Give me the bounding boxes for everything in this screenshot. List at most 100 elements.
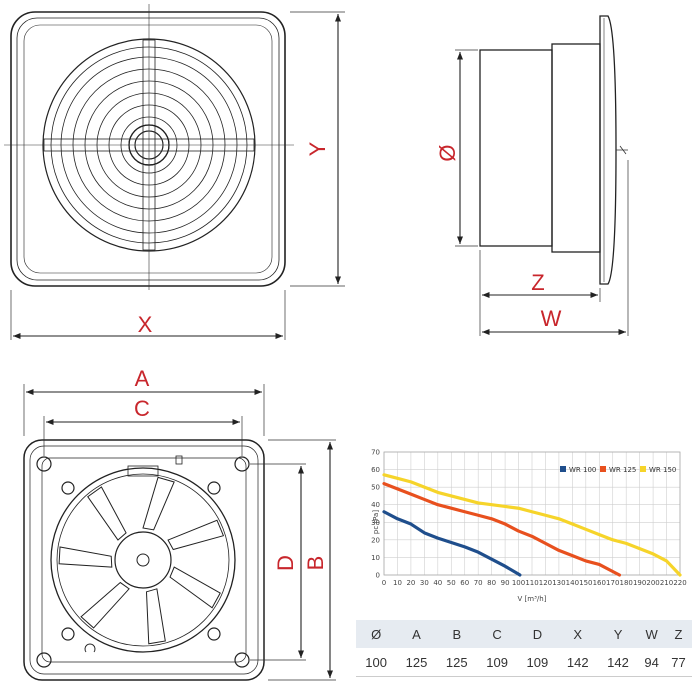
chart-y-tick-label: 0: [376, 572, 380, 580]
legend-label: WR 125: [609, 466, 636, 474]
table-value-cell: 142: [597, 648, 639, 677]
chart-x-tick-label: 60: [460, 579, 469, 587]
chart-x-tick-label: 100: [512, 579, 525, 587]
legend-label: WR 150: [649, 466, 676, 474]
clip-top-right: [207, 481, 221, 495]
mount-hole-top-right: [234, 456, 250, 472]
rear-panel-outline: [23, 439, 265, 681]
y-label: Y: [305, 141, 330, 156]
table-value-cell: 109: [476, 648, 518, 677]
chart-x-tick-label: 210: [660, 579, 673, 587]
rear-top-tab: [175, 455, 183, 465]
impeller-blade: [167, 519, 225, 551]
side-duct-body: [479, 49, 553, 247]
chart-y-tick-label: 30: [371, 519, 380, 527]
table-header-cell: B: [436, 620, 477, 648]
chart-y-tick-label: 10: [371, 554, 380, 562]
table-header-cell: Ø: [356, 620, 397, 648]
table-header-cell: Z: [665, 620, 692, 648]
impeller-blade: [58, 546, 113, 568]
impeller-blade: [142, 476, 175, 531]
table-header-cell: W: [638, 620, 666, 648]
front-panel-outline: [10, 11, 286, 287]
mount-hole-bottom-right: [234, 652, 250, 668]
rear-view: A C D B: [23, 366, 336, 681]
legend-swatch: [560, 466, 566, 472]
chart-x-tick-label: 110: [525, 579, 538, 587]
impeller-blade: [145, 588, 166, 645]
chart-x-tick-label: 140: [566, 579, 579, 587]
clip-bottom-left: [61, 627, 75, 641]
rear-cable-entry: [84, 643, 96, 653]
impeller-blade: [80, 581, 130, 629]
rear-impeller-ring: [56, 473, 230, 647]
legend-swatch: [600, 466, 606, 472]
chart-x-tick-label: 120: [539, 579, 552, 587]
chart-x-tick-label: 220: [673, 579, 686, 587]
side-back-detail: [616, 145, 628, 155]
chart-grid: [383, 451, 681, 576]
table-value-cell: 125: [396, 648, 437, 677]
rear-top-bracket: [127, 465, 159, 477]
chart-y-tick-label: 70: [371, 449, 380, 457]
chart-x-tick-label: 30: [420, 579, 429, 587]
chart-x-tick-label: 200: [646, 579, 659, 587]
rear-panel-inner: [29, 445, 259, 675]
impeller-blade: [169, 566, 221, 609]
chart-series-wr-150: [382, 473, 682, 577]
front-panel-bevel: [23, 24, 273, 274]
side-motor-housing: [551, 43, 601, 253]
chart-series-wr-100: [382, 510, 522, 577]
chart-x-tick-label: 10: [393, 579, 402, 587]
chart-x-axis-label: V [m³/h]: [518, 595, 547, 603]
rear-motor-hub: [114, 531, 172, 589]
side-front-panel: [599, 15, 617, 285]
chart-y-axis-label: pc [Pa]: [372, 510, 380, 534]
chart-y-tick-label: 50: [371, 484, 380, 492]
chart-series-wr-125: [382, 482, 622, 577]
chart-x-tick-label: 130: [552, 579, 565, 587]
diameter-label: Ø: [435, 144, 460, 161]
clip-bottom-right: [207, 627, 221, 641]
rear-motor-shaft: [136, 553, 150, 567]
table-header-cell: Y: [597, 620, 639, 648]
table-header-cell: C: [476, 620, 518, 648]
table-header-cell: X: [557, 620, 598, 648]
rear-impeller-ring-outer: [50, 467, 236, 653]
table-value-cell: 77: [665, 648, 692, 677]
mount-hole-bottom-left: [36, 652, 52, 668]
w-label: W: [541, 306, 562, 331]
impeller-blade: [87, 486, 127, 541]
chart-x-tick-label: 190: [633, 579, 646, 587]
chart-x-tick-label: 20: [406, 579, 415, 587]
chart-x-tick-label: 160: [593, 579, 606, 587]
side-view: Ø Z W: [435, 15, 629, 336]
front-view: X Y: [4, 4, 345, 340]
rear-panel-frame: [41, 457, 247, 663]
chart-x-tick-label: 90: [501, 579, 510, 587]
a-label: A: [135, 366, 150, 391]
chart-series-group: [382, 473, 682, 577]
chart-x-tick-label: 50: [447, 579, 456, 587]
table-header-cell: D: [517, 620, 558, 648]
front-panel-inner-edge: [16, 17, 280, 281]
d-label: D: [273, 555, 298, 571]
b-label: B: [303, 556, 328, 571]
table-value-cell: 125: [436, 648, 477, 677]
chart-x-tick-label: 70: [474, 579, 483, 587]
chart-y-tick-label: 60: [371, 466, 380, 474]
chart-x-tick-label: 170: [606, 579, 619, 587]
clip-top-left: [61, 481, 75, 495]
table-header-cell: A: [396, 620, 437, 648]
mount-hole-top-left: [36, 456, 52, 472]
table-value-cell: 109: [517, 648, 558, 677]
table-value-cell: 142: [557, 648, 598, 677]
c-label: C: [134, 396, 150, 421]
legend-swatch: [640, 466, 646, 472]
rear-impeller-blades: [58, 476, 225, 645]
